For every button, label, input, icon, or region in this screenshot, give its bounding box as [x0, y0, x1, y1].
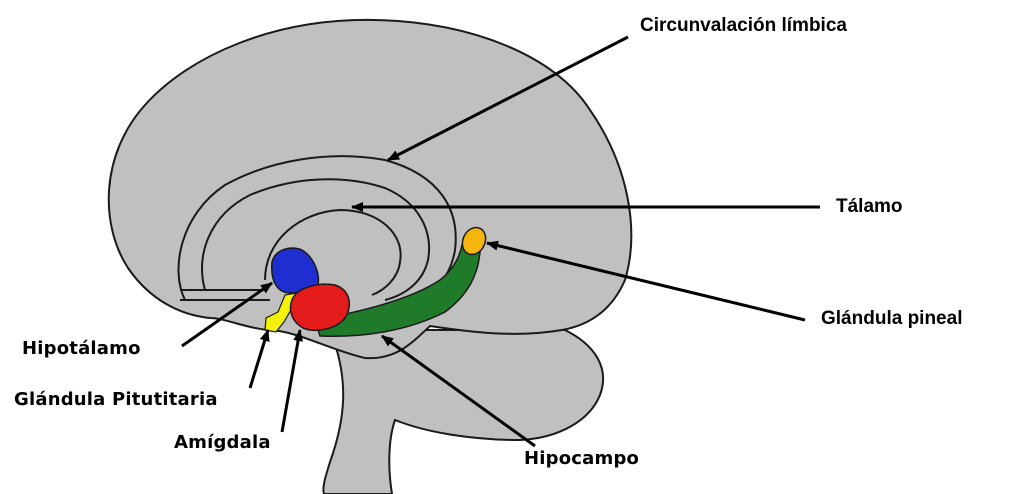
arrow-amygdala [282, 330, 300, 432]
arrow-pituitary [250, 330, 268, 388]
label-thalamus: Tálamo [836, 197, 903, 216]
label-pineal: Glándula pineal [821, 309, 962, 328]
label-hippocampus: Hipocampo [524, 450, 639, 468]
label-limbic: Circunvalación límbica [640, 16, 847, 35]
label-amygdala: Amígdala [174, 434, 271, 452]
label-hypothalamus: Hipotálamo [22, 340, 141, 358]
label-pituitary: Glándula Pitutitaria [14, 391, 218, 409]
